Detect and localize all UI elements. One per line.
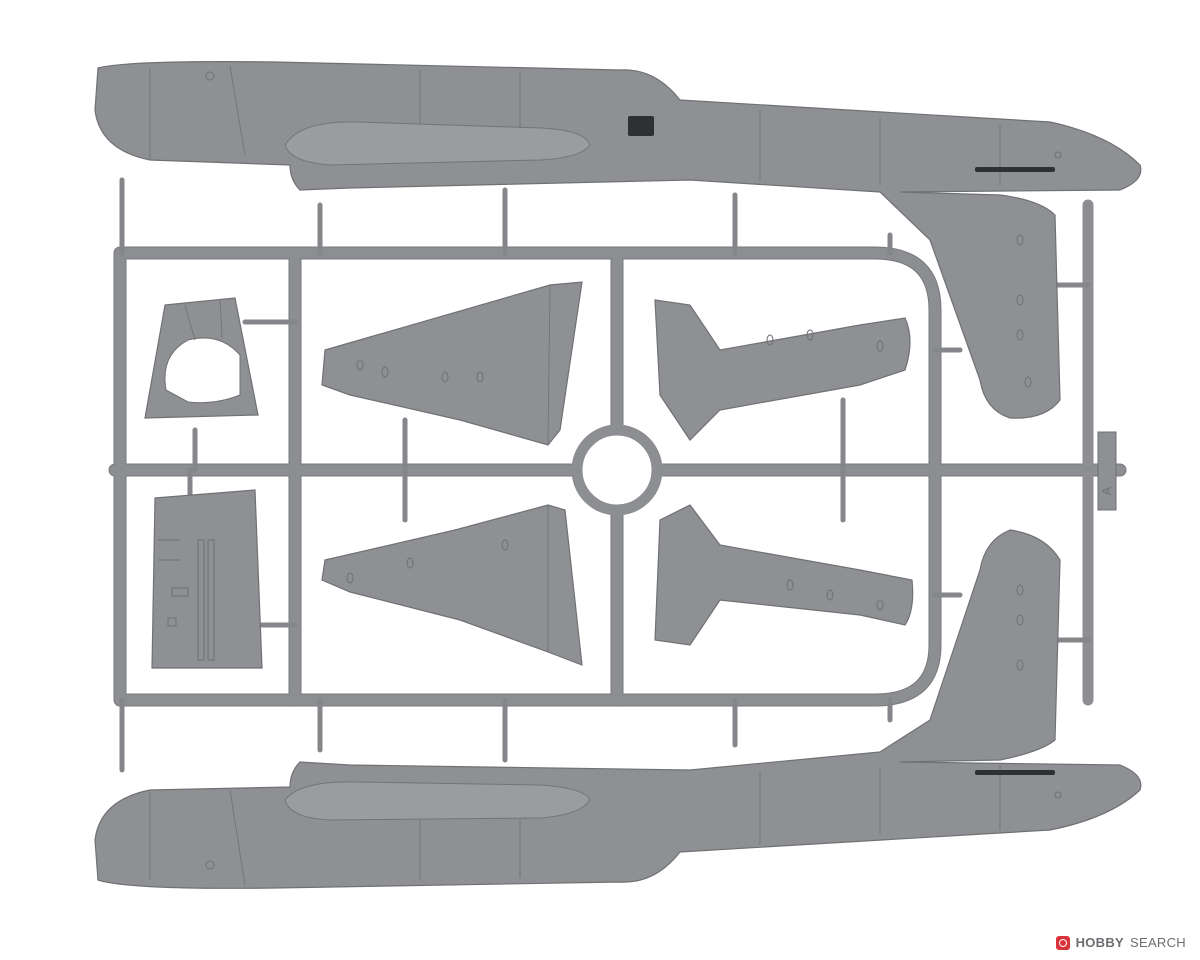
upper-fuselage-half [94,61,1142,419]
hobby-search-logo-icon [1055,935,1070,950]
watermark-hobby: HOBBY [1075,935,1125,950]
tailplane-upper-left [321,281,583,446]
watermark: HOBBY SEARCH [1055,935,1186,950]
watermark-search: SEARCH [1130,935,1186,950]
cockpit-panel-part [151,489,263,669]
tailplane-lower-left [321,504,583,666]
cowling-part [144,297,259,419]
tailplane-upper-right [654,299,911,441]
sprue-letter: A [1099,486,1114,495]
sprue-tag [1097,431,1117,511]
sprue-runner-frame: A [108,177,1127,773]
lower-fuselage-half [94,529,1142,889]
tailplane-lower-right [654,504,914,646]
